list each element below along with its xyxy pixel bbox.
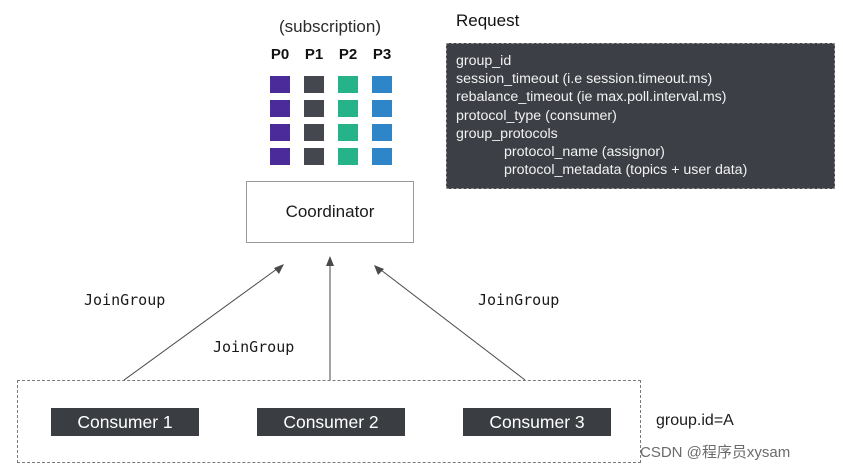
partition-label-p0: P0 — [270, 46, 290, 63]
group-id-label: group.id=A — [656, 412, 734, 429]
partition-cell-p3 — [372, 148, 392, 165]
partition-label-p1: P1 — [304, 46, 324, 63]
partition-cell-p0 — [270, 76, 290, 93]
watermark: CSDN @程序员xysam — [640, 444, 791, 461]
arrow-consumer1-to-coordinator — [123, 265, 282, 381]
arrowhead-1 — [274, 264, 284, 274]
consumer-1: Consumer 1 — [51, 408, 199, 436]
partition-cell-p3 — [372, 100, 392, 117]
partition-cell-p2 — [338, 124, 358, 141]
request-field-group-protocols: group_protocols — [456, 125, 558, 142]
partition-cell-p2 — [338, 100, 358, 117]
partition-label-p3: P3 — [372, 46, 392, 63]
joingroup-label-1: JoinGroup — [84, 291, 166, 309]
partition-cell-p1 — [304, 124, 324, 141]
request-field-group-id: group_id — [456, 53, 512, 69]
request-field-protocol-type: protocol_type (consumer) — [456, 107, 617, 124]
arrow-consumer3-to-coordinator — [376, 266, 526, 381]
consumer-2: Consumer 2 — [257, 408, 405, 436]
request-title: Request — [456, 11, 520, 30]
consumer-3: Consumer 3 — [463, 408, 611, 436]
partition-cell-p0 — [270, 100, 290, 117]
partition-cell-p1 — [304, 100, 324, 117]
subscription-label: (subscription) — [278, 17, 382, 36]
coordinator-box: Coordinator — [246, 181, 414, 243]
arrowhead-3 — [374, 265, 384, 275]
partition-label-p2: P2 — [338, 46, 358, 63]
partition-cell-p3 — [372, 124, 392, 141]
partition-cell-p0 — [270, 124, 290, 141]
partition-cell-p3 — [372, 76, 392, 93]
partition-cell-p1 — [304, 148, 324, 165]
request-field-protocol-name: protocol_name (assignor) — [504, 144, 665, 161]
partition-cell-p1 — [304, 76, 324, 93]
request-field-session-timeout: session_timeout (i.e session.timeout.ms) — [456, 71, 713, 88]
request-field-protocol-metadata: protocol_metadata (topics + user data) — [504, 162, 748, 179]
partition-cell-p0 — [270, 148, 290, 165]
joingroup-label-2: JoinGroup — [213, 338, 295, 356]
request-field-rebalance-timeout: rebalance_timeout (ie max.poll.interval.… — [456, 89, 727, 106]
request-box: group_id session_timeout (i.e session.ti… — [446, 43, 835, 189]
consumer-group-box — [17, 380, 641, 463]
partition-cell-p2 — [338, 76, 358, 93]
arrowhead-2 — [326, 256, 334, 266]
partition-cell-p2 — [338, 148, 358, 165]
joingroup-label-3: JoinGroup — [478, 291, 560, 309]
